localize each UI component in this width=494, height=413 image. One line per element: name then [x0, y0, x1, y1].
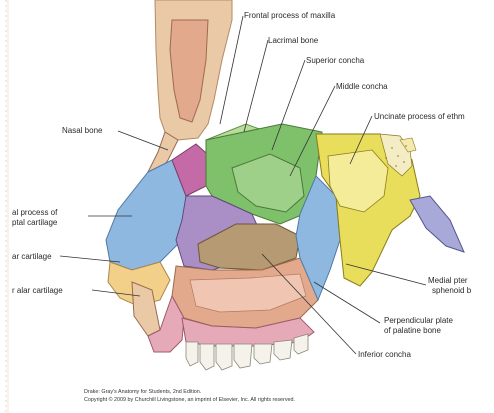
label-middle-concha: Middle concha	[336, 82, 388, 91]
credit-line-2: Copyright © 2009 by Churchill Livingston…	[84, 397, 295, 403]
label-major-alar-cartilage: ar cartilage	[12, 252, 52, 261]
credit-line-1: Drake: Gray's Anatomy for Students, 2nd …	[84, 389, 201, 395]
lateral-cartilage	[106, 160, 186, 270]
label-superior-concha: Superior concha	[306, 56, 364, 65]
label-medial-pterygoid-line1: Medial pter	[428, 276, 468, 285]
label-frontal-process-maxilla: Frontal process of maxilla	[244, 11, 335, 20]
label-perpendicular-plate-line1: Perpendicular plate	[384, 316, 453, 325]
label-lateral-process-line1: al process of	[12, 208, 57, 217]
label-inferior-concha: Inferior concha	[358, 350, 411, 359]
label-nasal-bone: Nasal bone	[62, 126, 102, 135]
label-perpendicular-plate-line2: of palatine bone	[384, 326, 441, 335]
label-lateral-process-line2: ptal cartilage	[12, 218, 57, 227]
label-minor-alar-cartilage: r alar cartilage	[12, 286, 63, 295]
label-lacrimal-bone: Lacrimal bone	[268, 36, 318, 45]
medial-pterygoid-plate	[410, 196, 464, 252]
label-uncinate-process: Uncinate process of ethm	[374, 112, 465, 121]
label-medial-pterygoid-line2: sphenoid b	[432, 286, 471, 295]
